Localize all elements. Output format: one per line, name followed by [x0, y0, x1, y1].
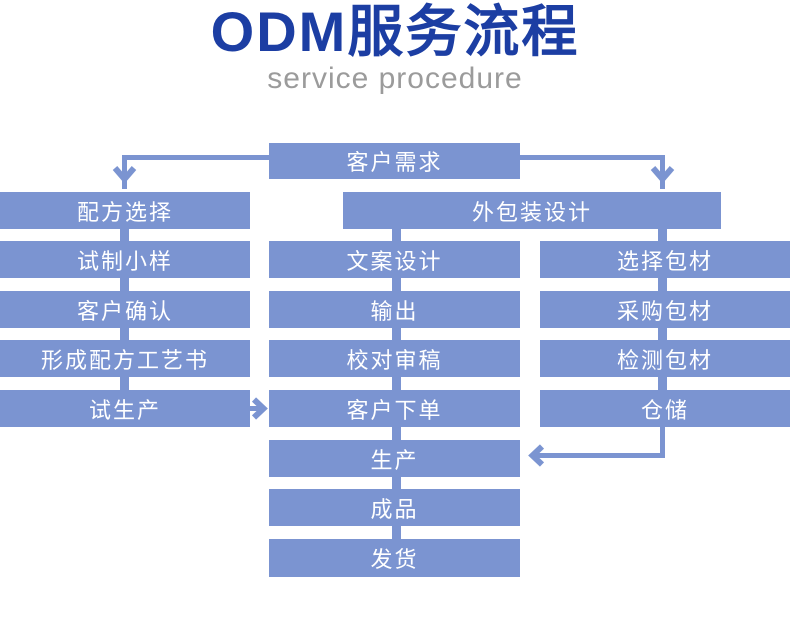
flow-box-customer-demand: 客户需求 [269, 143, 520, 179]
page-subtitle: service procedure [267, 62, 523, 95]
flow-box-production: 生产 [269, 440, 520, 477]
connector-mid-2 [392, 278, 401, 291]
arrow-head-down-right [650, 166, 675, 184]
arrow-head-left [528, 444, 545, 467]
arrow-head-right [251, 397, 268, 420]
flow-box-formula-process-doc: 形成配方工艺书 [0, 340, 250, 377]
page-title: ODM服务流程 [210, 0, 580, 63]
arrow-warehouse-to-production [534, 427, 665, 458]
flow-box-output: 输出 [269, 291, 520, 328]
flow-box-inspect-packaging: 检测包材 [540, 340, 790, 377]
connector-mid-5 [392, 427, 401, 440]
flow-box-formula-selection: 配方选择 [0, 192, 250, 229]
flow-box-shipping: 发货 [269, 539, 520, 577]
flow-box-trial-production: 试生产 [0, 390, 250, 427]
connector-mid-3 [392, 328, 401, 340]
connector-right-3 [658, 328, 667, 340]
connector-left-2 [120, 278, 129, 291]
connector-mid-7 [392, 526, 401, 539]
flow-box-purchase-packaging: 采购包材 [540, 291, 790, 328]
arrow-root-to-formula [122, 155, 269, 189]
flow-box-customer-order: 客户下单 [269, 390, 520, 427]
arrow-head-down-left [112, 166, 137, 184]
flow-box-copy-design: 文案设计 [269, 241, 520, 278]
connector-mid-6 [392, 477, 401, 489]
flow-box-warehousing: 仓储 [540, 390, 790, 427]
connector-mid-1 [392, 229, 401, 241]
connector-right-2 [658, 278, 667, 291]
connector-left-4 [120, 377, 129, 390]
flow-box-finished-product: 成品 [269, 489, 520, 526]
connector-left-3 [120, 328, 129, 340]
flow-box-packaging-design: 外包装设计 [343, 192, 721, 229]
connector-right-4 [658, 377, 667, 390]
connector-mid-4 [392, 377, 401, 390]
arrow-root-to-packaging [520, 155, 665, 189]
flow-box-select-packaging: 选择包材 [540, 241, 790, 278]
connector-right-1 [658, 229, 667, 241]
flow-box-trial-sample: 试制小样 [0, 241, 250, 278]
flow-box-proofreading: 校对审稿 [269, 340, 520, 377]
connector-left-1 [120, 229, 129, 241]
flow-box-customer-confirmation: 客户确认 [0, 291, 250, 328]
